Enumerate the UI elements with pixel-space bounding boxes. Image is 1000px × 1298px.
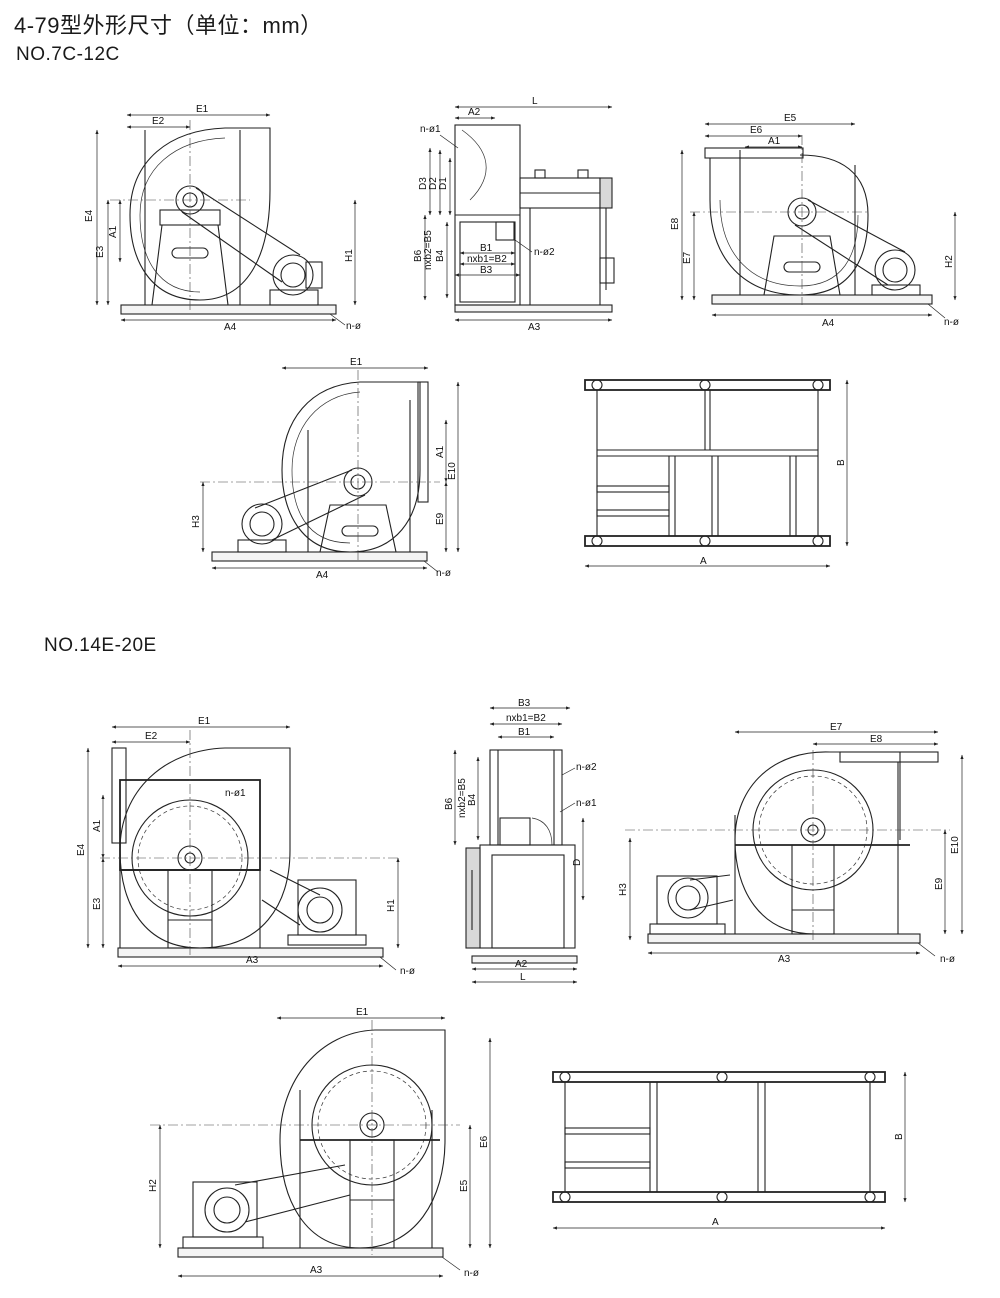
dim-label-b6-1: B6 [413,249,424,262]
view-14e-front-outlet: E7 E8 H3 E9 E10 A3 n-ø [618,722,964,965]
dim-label-e7-8: E7 [830,722,843,733]
dim-label-e1-4: E1 [350,357,363,368]
page-title: 4-79型外形尺寸（单位：mm） [14,13,323,38]
dim-label-e3-6: E3 [92,897,103,910]
dim-label-nxb2-b5-7: nxb2=B5 [457,778,468,818]
dim-label-d-7: D [572,859,583,866]
dim-label-h1: H1 [344,249,355,262]
view-7c-front-left: E1 A1 E10 E9 H3 A4 n-ø [191,357,460,581]
view-14e-side: B3 nxb1=B2 B1 B6 nxb2=B5 B4 n-ø2 n-ø1 D … [444,698,597,984]
dim-label-a3-1: A3 [528,322,541,333]
dim-label-h3-1: H3 [191,515,202,528]
dim-label-e9-8: E9 [934,877,945,890]
dim-label-a4: A4 [224,322,237,333]
dim-label-b3-7: B3 [518,698,531,709]
dim-label-h3-8: H3 [618,883,629,896]
dim-label-d3: D3 [418,177,429,190]
dim-label-b6-7: B6 [444,797,455,810]
dim-label-e2: E2 [152,116,165,127]
dim-label-h2-9: H2 [148,1179,159,1192]
dim-label-nxb1-b2-1: nxb1=B2 [467,254,507,265]
dim-label-a4-2: A4 [822,318,835,329]
dim-label-e8-8: E8 [870,734,883,745]
dim-label-e6-9: E6 [479,1135,490,1148]
dim-label-e9-1: E9 [435,512,446,525]
dim-label-e1-6: E1 [198,716,211,727]
dim-label-n-phi1-6: n-ø1 [225,788,246,799]
dim-label-h1-6: H1 [386,899,397,912]
section-label-7c-12c: NO.7C-12C [16,44,120,65]
dim-label-nxb1-b2-7: nxb1=B2 [506,713,546,724]
dim-label-e3: E3 [95,245,106,258]
dim-label-e4-6: E4 [76,843,87,856]
dim-label-e5-9: E5 [459,1179,470,1192]
dim-label-e1: E1 [196,104,209,115]
dim-label-d2: D2 [428,177,439,190]
dim-label-a4-3: A4 [316,570,329,581]
dim-label-n-phi-6: n-ø [400,966,415,977]
dim-label-e6: E6 [750,125,763,136]
dim-label-h2-1: H2 [944,255,955,268]
dim-label-n-phi-9: n-ø [464,1268,479,1279]
dim-label-b1-7: B1 [518,727,531,738]
dim-label-a3-9: A3 [310,1265,323,1276]
dim-label-e4: E4 [84,209,95,222]
dim-label-n-phi1-7: n-ø1 [576,798,597,809]
dim-label-a3-8: A3 [778,954,791,965]
dim-label-b4-7: B4 [467,793,478,806]
dim-label-a1-4: A1 [435,445,446,458]
dim-label-a1-3: A1 [768,136,781,147]
dim-label-d1: D1 [438,177,449,190]
dim-label-e10-8: E10 [950,836,961,854]
view-14e-base-frame: B A [552,1071,907,1230]
view-14e-front-left: E1 H2 E5 E6 A3 n-ø [148,1007,492,1279]
dim-label-a-1: A [700,556,707,567]
dim-label-e7: E7 [682,251,693,264]
dim-label-n-phi-8: n-ø [940,954,955,965]
dim-label-a2: A2 [468,107,481,118]
dim-label-n-phi2-1: n-ø2 [534,247,555,258]
dim-label-n-phi-2: n-ø [944,317,959,328]
dim-label-nxb2-b5-1: nxb2=B5 [423,230,434,270]
dim-label-e1-9: E1 [356,1007,369,1018]
dim-label-n-phi-3: n-ø [436,568,451,579]
dim-label-e10-1: E10 [447,462,458,480]
dim-label-l-7: L [520,972,526,983]
dim-label-b4-1: B4 [435,249,446,262]
section-label-14e-20e: NO.14E-20E [44,635,157,656]
view-7c-front-right: E1 E2 E4 E3 A1 H1 A4 n-ø [84,104,361,333]
view-7c-front-outlet: E5 E6 A1 E8 E7 H2 A4 n-ø [670,113,959,329]
view-7c-base-frame: B A [584,379,849,568]
dim-label-a1: A1 [108,225,119,238]
view-7c-side: L A2 n-ø1 D3 D2 D1 B6 nxb2=B5 B4 B1 nxb1… [413,96,615,333]
dim-label-b-10: B [894,1133,905,1140]
dim-label-a3-6: A3 [246,955,259,966]
dim-label-n-phi2-7: n-ø2 [576,762,597,773]
view-14e-front-right: E1 E2 n-ø1 E4 A1 E3 H1 A3 n-ø [76,716,415,977]
dim-label-a2-7: A2 [515,959,528,970]
dim-label-n-phi-1: n-ø [346,321,361,332]
dim-label-e2-6: E2 [145,731,158,742]
dim-label-b1-1: B1 [480,243,493,254]
dim-label-a-10: A [712,1217,719,1228]
dim-label-b-1: B [836,459,847,466]
dim-label-n-phi1-1: n-ø1 [420,124,441,135]
dim-label-b3-1: B3 [480,265,493,276]
dim-label-e5: E5 [784,113,797,124]
dim-label-a1-6: A1 [92,819,103,832]
dim-label-l: L [532,96,538,107]
dim-label-e8: E8 [670,217,681,230]
